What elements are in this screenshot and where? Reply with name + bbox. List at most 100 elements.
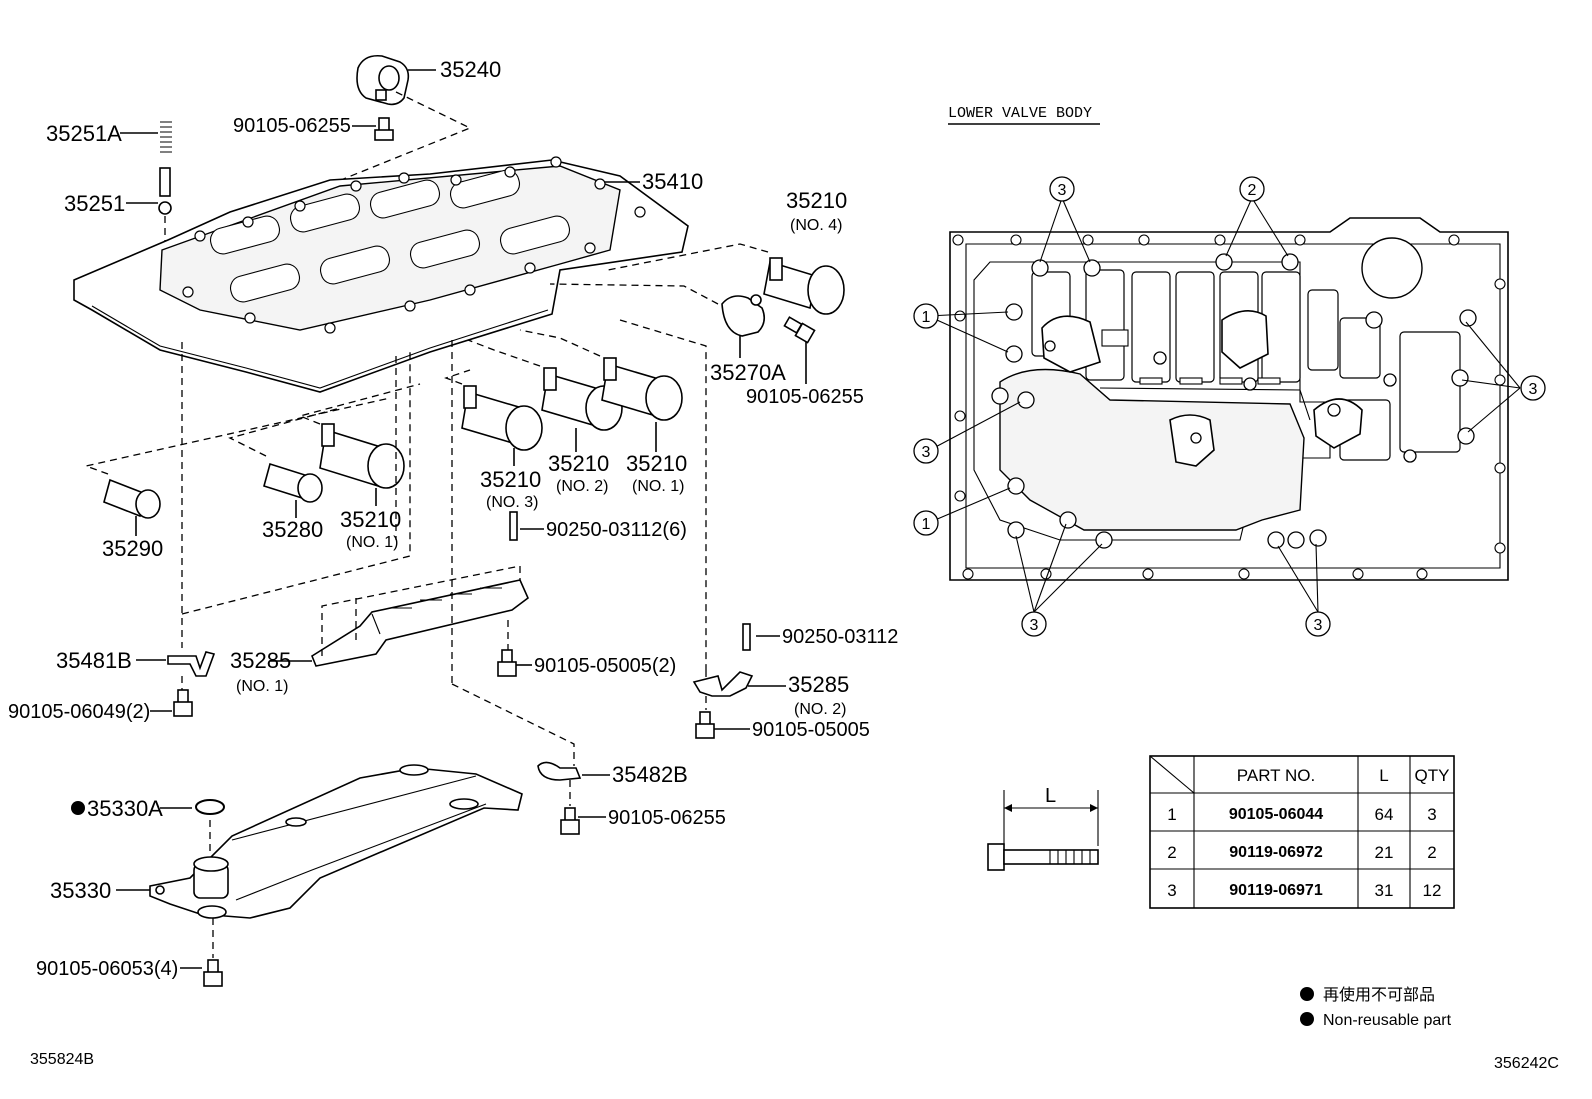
table-row-qty: 2 bbox=[1427, 843, 1436, 862]
label-90105-06255-bottom: 90105-06255 bbox=[608, 807, 726, 829]
table-row-l: 21 bbox=[1375, 843, 1394, 862]
bolt-90105-06255-bottom[interactable] bbox=[560, 807, 580, 835]
dimension-label-L: L bbox=[1045, 785, 1056, 807]
table-row-qty: 3 bbox=[1427, 805, 1436, 824]
svg-text:3: 3 bbox=[922, 444, 931, 461]
solenoid-35210-no1b[interactable] bbox=[319, 423, 405, 489]
table-row-part-no: 90105-06044 bbox=[1229, 806, 1323, 823]
plate-35285-no2[interactable] bbox=[692, 671, 754, 697]
bolt-90105-05005-2[interactable] bbox=[497, 649, 517, 677]
solenoid-35210-no1a[interactable] bbox=[601, 357, 683, 421]
label-90250-03112-6: 90250-03112(6) bbox=[546, 519, 687, 541]
table-row-part-no: 90119-06971 bbox=[1229, 882, 1323, 899]
legend-dot-icon bbox=[1300, 1012, 1314, 1026]
strainer-35330[interactable] bbox=[149, 764, 523, 919]
legend: 再使用不可部品 Non-reusable part bbox=[1300, 986, 1452, 1029]
label-90105-05005-2: 90105-05005(2) bbox=[534, 655, 676, 677]
label-90105-06255-right: 90105-06255 bbox=[746, 386, 864, 408]
marker-leaders bbox=[927, 197, 1521, 613]
part-35240[interactable] bbox=[356, 54, 410, 106]
marker-3-bottom-left: 3 bbox=[1021, 611, 1047, 637]
label-35210-no1a: 35210 bbox=[626, 451, 687, 476]
label-35210-no2: 35210 bbox=[548, 451, 609, 476]
bolt-90105-06255-top[interactable] bbox=[374, 117, 394, 141]
label-90105-05005: 90105-05005 bbox=[752, 719, 870, 741]
label-35285-no1-sub: (NO. 1) bbox=[236, 678, 288, 695]
table-row-index: 3 bbox=[1167, 881, 1176, 900]
label-35285-no1: 35285 bbox=[230, 648, 291, 673]
label-35285-no2-sub: (NO. 2) bbox=[794, 701, 846, 718]
marker-3-left: 3 bbox=[913, 438, 939, 464]
solenoid-35290[interactable] bbox=[103, 478, 161, 519]
svg-text:3: 3 bbox=[1058, 182, 1067, 199]
svg-text:3: 3 bbox=[1529, 381, 1538, 398]
marker-3-right: 3 bbox=[1520, 375, 1546, 401]
plate-35285-no1[interactable] bbox=[311, 579, 529, 667]
non-reusable-marker bbox=[71, 801, 85, 815]
svg-text:3: 3 bbox=[1030, 617, 1039, 634]
bolt-90105-05005[interactable] bbox=[695, 711, 715, 739]
solenoid-35210-no4[interactable] bbox=[763, 257, 845, 315]
svg-text:1: 1 bbox=[922, 516, 931, 533]
label-35210-no3: 35210 bbox=[480, 467, 541, 492]
table-row-l: 31 bbox=[1375, 881, 1394, 900]
svg-text:2: 2 bbox=[1248, 182, 1257, 199]
solenoid-35270A[interactable] bbox=[721, 294, 766, 337]
pin-90250-03112-6[interactable] bbox=[509, 511, 518, 541]
bolt-90105-06053-4[interactable] bbox=[203, 959, 223, 987]
legend-english: Non-reusable part bbox=[1323, 1012, 1452, 1029]
marker-2-top: 2 bbox=[1239, 176, 1265, 202]
label-35270A: 35270A bbox=[710, 360, 786, 385]
bracket-35481B[interactable] bbox=[167, 651, 216, 677]
label-35240: 35240 bbox=[440, 57, 501, 82]
label-35251: 35251 bbox=[64, 191, 125, 216]
label-35210-no4-sub: (NO. 4) bbox=[790, 217, 842, 234]
marker-1-upper: 1 bbox=[913, 303, 939, 329]
label-35210-no1b-sub: (NO. 1) bbox=[346, 534, 398, 551]
bolt-length-dimension: L bbox=[987, 785, 1099, 871]
solenoid-35280[interactable] bbox=[263, 462, 323, 503]
oring-35330A[interactable] bbox=[195, 799, 225, 815]
table-row-index: 2 bbox=[1167, 843, 1176, 862]
label-35481B: 35481B bbox=[56, 648, 132, 673]
plunger-35251[interactable] bbox=[158, 167, 172, 215]
pin-90250-03112[interactable] bbox=[742, 623, 751, 651]
label-35290: 35290 bbox=[102, 536, 163, 561]
reference-code-right: 356242C bbox=[1494, 1055, 1559, 1072]
label-90105-06053-4: 90105-06053(4) bbox=[36, 958, 178, 980]
label-35330: 35330 bbox=[50, 878, 111, 903]
legend-dot-icon bbox=[1300, 987, 1314, 1001]
marker-1-lower: 1 bbox=[913, 510, 939, 536]
table-row-l: 64 bbox=[1375, 805, 1394, 824]
valve-body-35410[interactable] bbox=[73, 156, 689, 393]
label-35251A: 35251A bbox=[46, 121, 122, 146]
bolt-90105-06049-2[interactable] bbox=[173, 689, 193, 717]
lower-valve-body-title: LOWER VALVE BODY bbox=[948, 105, 1092, 122]
label-35210-no2-sub: (NO. 2) bbox=[556, 478, 608, 495]
bracket-35482B[interactable] bbox=[537, 761, 582, 781]
marker-3-bottom-right: 3 bbox=[1305, 611, 1331, 637]
label-35210-no3-sub: (NO. 3) bbox=[486, 494, 538, 511]
lower-valve-body-drawing bbox=[949, 217, 1509, 581]
label-35210-no1b: 35210 bbox=[340, 507, 401, 532]
table-header-l: L bbox=[1379, 766, 1388, 785]
svg-text:1: 1 bbox=[922, 309, 931, 326]
label-35482B: 35482B bbox=[612, 762, 688, 787]
legend-japanese: 再使用不可部品 bbox=[1323, 986, 1435, 1004]
table-header-part-no: PART NO. bbox=[1237, 766, 1315, 785]
marker-3-top: 3 bbox=[1049, 176, 1075, 202]
label-35210-no4: 35210 bbox=[786, 188, 847, 213]
label-35410: 35410 bbox=[642, 169, 703, 194]
label-90105-06049-2: 90105-06049(2) bbox=[8, 701, 150, 723]
table-row-index: 1 bbox=[1167, 805, 1176, 824]
solenoid-35210-no3[interactable] bbox=[461, 385, 543, 451]
label-35330A: 35330A bbox=[87, 796, 163, 821]
bolt-90105-06255-right[interactable] bbox=[783, 316, 816, 344]
label-35285-no2: 35285 bbox=[788, 672, 849, 697]
reference-code-left: 355824B bbox=[30, 1051, 94, 1068]
svg-text:3: 3 bbox=[1314, 617, 1323, 634]
spring-35251A[interactable] bbox=[160, 121, 172, 153]
label-35280: 35280 bbox=[262, 517, 323, 542]
label-35210-no1a-sub: (NO. 1) bbox=[632, 478, 684, 495]
